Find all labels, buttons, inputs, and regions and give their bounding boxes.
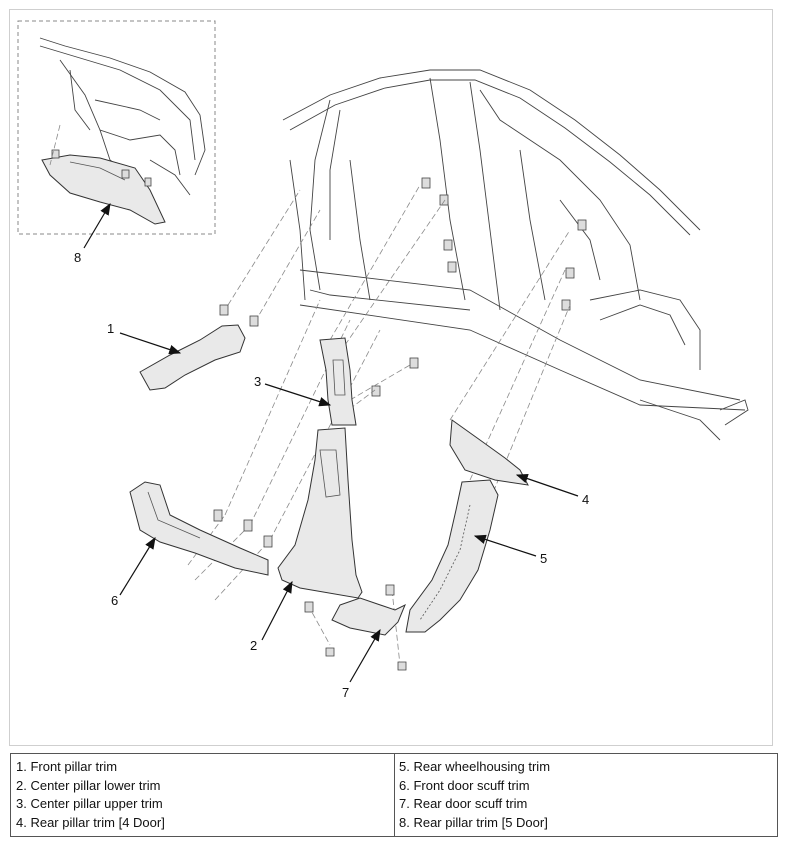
callout-1: 1 (107, 321, 114, 336)
part-1-front-pillar-trim (139, 324, 246, 391)
body-clips (371, 177, 587, 397)
callout-7: 7 (342, 685, 349, 700)
vehicle-body-side (282, 69, 749, 441)
lower-trim-clips (213, 509, 273, 548)
part-8-rear-pillar-5door (41, 154, 166, 225)
legend-item-6: 6. Front door scuff trim (399, 777, 530, 793)
screws (304, 584, 407, 671)
callout-2: 2 (250, 638, 257, 653)
part-6-front-door-scuff-trim (129, 481, 269, 576)
inset-clips (51, 149, 152, 187)
front-pillar-clips (219, 304, 259, 327)
callout-4: 4 (582, 492, 589, 507)
legend-item-5: 5. Rear wheelhousing trim (399, 759, 551, 774)
trim-exploded-diagram: 1 3 2 4 5 6 7 8 (17, 20, 749, 700)
part-3-center-pillar-upper-trim (319, 337, 357, 426)
legend-item-8: 8. Rear pillar trim [5 Door] (399, 814, 548, 830)
part-2-center-pillar-lower-trim (277, 427, 363, 599)
callout-8: 8 (74, 250, 81, 265)
legend-item-3: 3. Center pillar upper trim (16, 796, 163, 811)
legend-item-2: 2. Center pillar lower trim (16, 777, 161, 793)
part-7-rear-door-scuff-trim (331, 597, 406, 636)
callout-6: 6 (111, 593, 118, 608)
legend-item-1: 1. Front pillar trim (16, 759, 118, 774)
part-5-rear-wheelhousing-trim (405, 479, 499, 633)
inset-5-door-box (17, 20, 216, 235)
part-4-rear-pillar-trim-4door (449, 419, 529, 486)
legend-item-7: 7. Rear door scuff trim (399, 796, 528, 811)
callout-3: 3 (254, 374, 261, 389)
legend-left-column: 1. Front pillar trim 2. Center pillar lo… (11, 754, 394, 836)
legend-right-column: 5. Rear wheelhousing trim 6. Front door … (394, 754, 777, 836)
callout-leaders (83, 202, 579, 683)
callout-5: 5 (540, 551, 547, 566)
legend-item-4: 4. Rear pillar trim [4 Door] (16, 814, 165, 830)
parts-legend-table: 1. Front pillar trim 2. Center pillar lo… (10, 753, 778, 837)
